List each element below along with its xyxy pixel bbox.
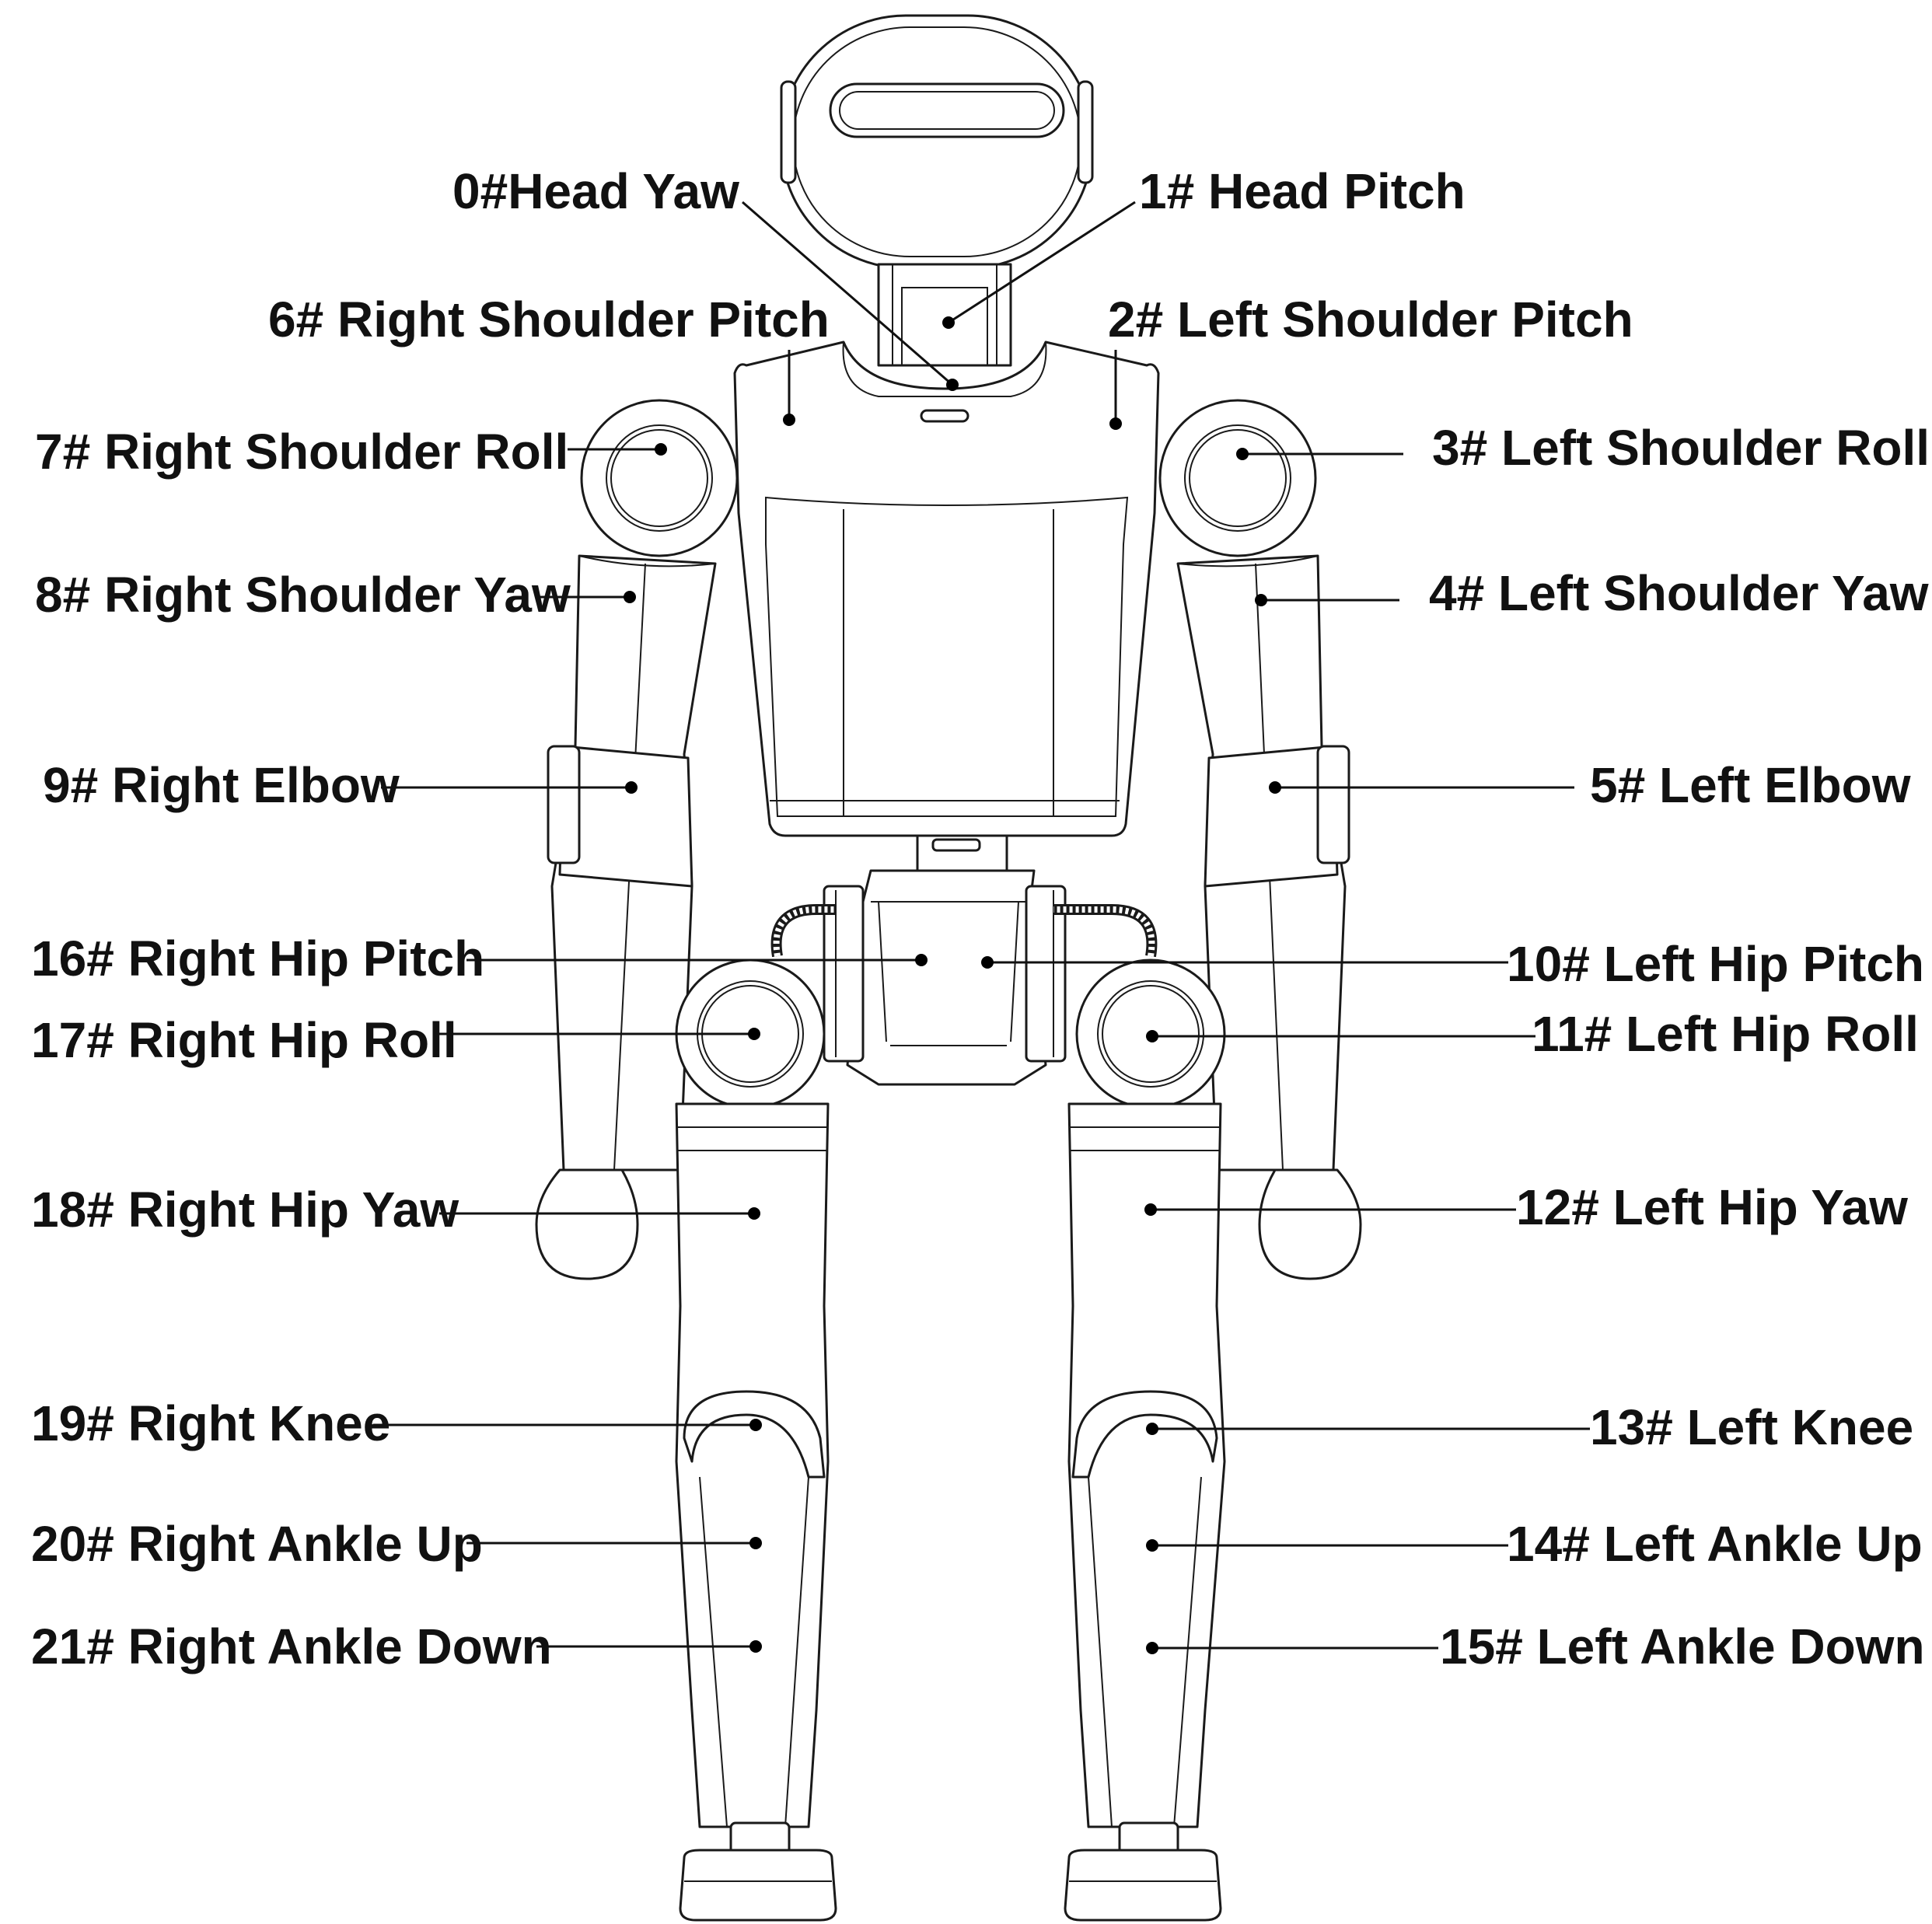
dot-head-pitch xyxy=(942,316,955,329)
label-right-shoulder-yaw: 8# Right Shoulder Yaw xyxy=(35,567,571,623)
dot-left-knee xyxy=(1146,1423,1158,1435)
label-right-hip-pitch: 16# Right Hip Pitch xyxy=(31,931,484,986)
label-right-elbow: 9# Right Elbow xyxy=(43,757,400,813)
label-right-shoulder-pitch: 6# Right Shoulder Pitch xyxy=(268,292,830,347)
dot-right-ankle-down xyxy=(749,1640,762,1653)
dot-head-yaw xyxy=(946,379,959,391)
label-left-shoulder-roll: 3# Left Shoulder Roll xyxy=(1432,420,1930,476)
dot-right-hip-pitch xyxy=(915,954,928,966)
dot-left-ankle-down xyxy=(1146,1642,1158,1654)
label-left-ankle-down: 15# Left Ankle Down xyxy=(1440,1618,1925,1674)
dot-left-hip-roll xyxy=(1146,1030,1158,1042)
dot-left-hip-yaw xyxy=(1144,1203,1157,1216)
leader-head-yaw xyxy=(742,201,953,386)
dot-left-ankle-up xyxy=(1146,1539,1158,1552)
dot-right-ankle-up xyxy=(749,1537,762,1549)
neck xyxy=(877,263,1012,367)
dot-left-shoulder-pitch xyxy=(1109,417,1122,430)
label-head-pitch: 1# Head Pitch xyxy=(1139,163,1466,219)
label-right-ankle-up: 20# Right Ankle Up xyxy=(31,1516,483,1572)
label-left-hip-yaw: 12# Left Hip Yaw xyxy=(1516,1179,1908,1235)
label-right-ankle-down: 21# Right Ankle Down xyxy=(31,1618,552,1674)
pelvis xyxy=(770,834,1158,1086)
label-left-knee: 13# Left Knee xyxy=(1590,1399,1913,1455)
label-left-hip-pitch: 10# Left Hip Pitch xyxy=(1507,936,1924,992)
label-left-elbow: 5# Left Elbow xyxy=(1590,757,1911,813)
label-left-shoulder-yaw: 4# Left Shoulder Yaw xyxy=(1429,565,1929,621)
dot-left-shoulder-roll xyxy=(1236,448,1249,460)
right-arm xyxy=(535,399,739,1280)
label-right-hip-yaw: 18# Right Hip Yaw xyxy=(31,1182,459,1238)
torso xyxy=(733,340,1160,837)
leaders xyxy=(373,201,1590,1654)
left-leg xyxy=(1064,959,1226,1922)
dot-left-shoulder-yaw xyxy=(1255,594,1267,606)
dot-left-elbow xyxy=(1269,781,1281,794)
dot-right-hip-yaw xyxy=(748,1207,760,1220)
label-left-hip-roll: 11# Left Hip Roll xyxy=(1532,1006,1919,1062)
label-right-shoulder-roll: 7# Right Shoulder Roll xyxy=(35,424,568,480)
dot-right-hip-roll xyxy=(748,1028,760,1040)
dot-left-hip-pitch xyxy=(981,956,994,969)
dot-right-shoulder-yaw xyxy=(624,591,636,603)
joint-labels: 0#Head Yaw 1# Head Pitch 6# Right Should… xyxy=(31,163,1930,1674)
right-leg xyxy=(675,959,837,1922)
label-left-ankle-up: 14# Left Ankle Up xyxy=(1507,1516,1923,1572)
label-left-shoulder-pitch: 2# Left Shoulder Pitch xyxy=(1108,292,1633,347)
label-right-knee: 19# Right Knee xyxy=(31,1395,390,1451)
dot-right-elbow xyxy=(625,781,638,794)
dot-right-shoulder-roll xyxy=(655,443,667,456)
label-right-hip-roll: 17# Right Hip Roll xyxy=(31,1012,457,1068)
head xyxy=(780,14,1094,270)
label-head-yaw: 0#Head Yaw xyxy=(452,163,739,219)
dot-right-knee xyxy=(749,1419,762,1431)
leader-head-pitch xyxy=(948,201,1136,324)
dot-right-shoulder-pitch xyxy=(783,414,795,426)
robot-body xyxy=(535,14,1362,1922)
